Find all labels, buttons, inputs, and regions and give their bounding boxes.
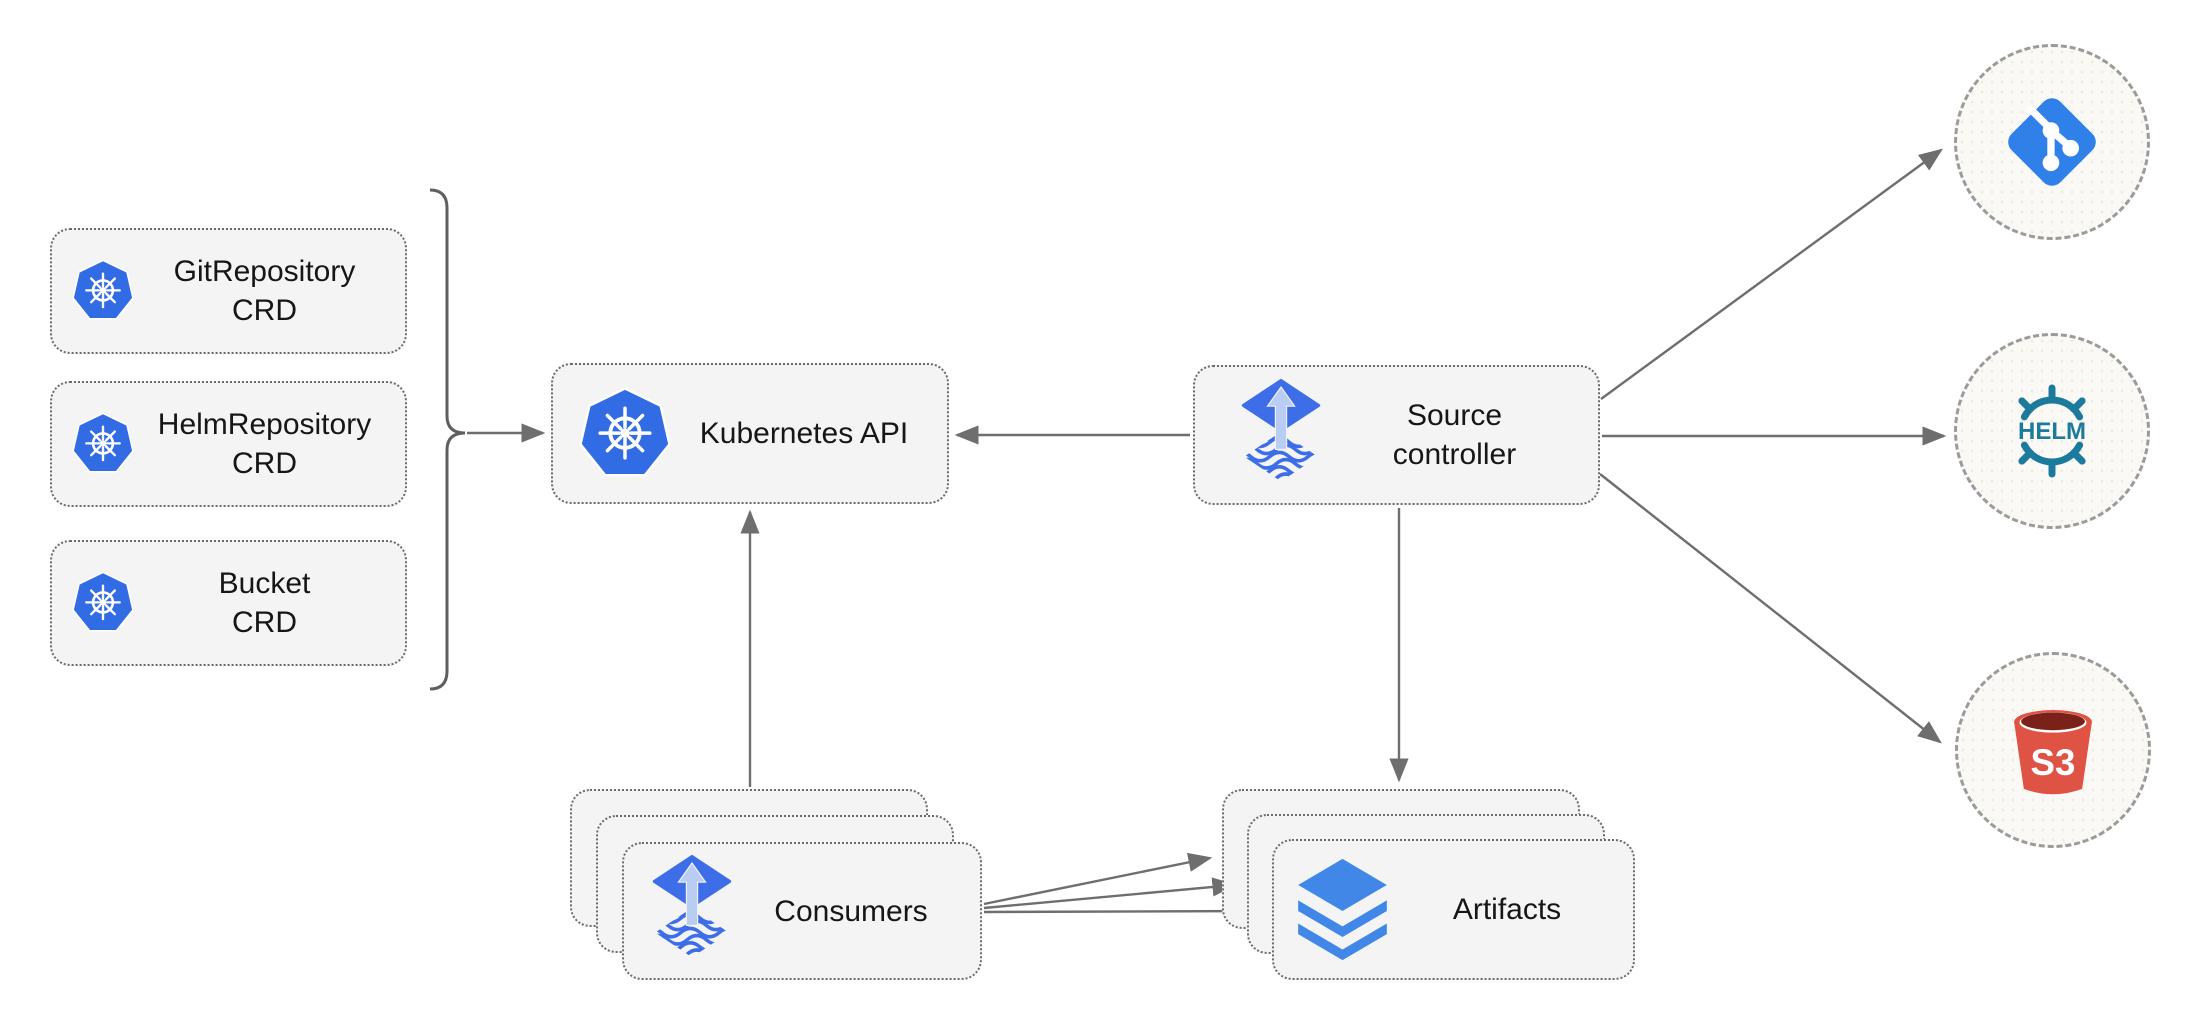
- edge-consumers-to-artifacts-2: [983, 877, 1237, 910]
- edge-source-to-git: [1600, 148, 1943, 400]
- git-icon: [2000, 90, 2104, 194]
- kubernetes-icon: [72, 260, 134, 322]
- node-helmrepository-crd[interactable]: HelmRepository CRD: [50, 381, 407, 507]
- node-gitrepository-crd[interactable]: GitRepository CRD: [50, 228, 407, 354]
- edge-consumers-to-artifacts-1: [983, 852, 1213, 906]
- flux-icon: [1241, 379, 1321, 491]
- crd-label-line1: HelmRepository: [157, 408, 372, 441]
- flux-icon: [652, 855, 732, 967]
- layers-icon: [1294, 857, 1391, 963]
- node-label: HelmRepository CRD: [134, 405, 405, 483]
- crd-group-brace: [429, 188, 466, 691]
- kubernetes-icon: [72, 413, 134, 475]
- s3-bucket-icon: S3: [2014, 710, 2092, 795]
- node-bucket-crd[interactable]: Bucket CRD: [50, 540, 407, 666]
- node-artifacts[interactable]: Artifacts: [1272, 839, 1635, 980]
- source-label-line1: Source: [1406, 399, 1503, 432]
- node-kubernetes-api[interactable]: Kubernetes API: [551, 363, 949, 504]
- helm-wordmark: HELM: [2018, 418, 2086, 445]
- crd-label-line2: CRD: [232, 294, 297, 327]
- node-label: Artifacts: [1452, 893, 1562, 926]
- crd-label-line2: CRD: [232, 447, 297, 480]
- source-label-line2: controller: [1392, 438, 1517, 471]
- node-s3-source[interactable]: S3: [1955, 652, 2151, 848]
- node-label: GitRepository CRD: [134, 252, 405, 330]
- helm-wheel-icon: HELM: [2018, 384, 2086, 478]
- node-label: Source controller: [1321, 396, 1598, 474]
- crd-label-line1: Bucket: [218, 567, 311, 600]
- node-label: Kubernetes API: [699, 417, 909, 450]
- node-label: Consumers: [774, 894, 928, 928]
- node-git-source[interactable]: [1954, 44, 2150, 240]
- s3-wordmark: S3: [2031, 742, 2076, 783]
- crd-label-line2: CRD: [232, 606, 297, 639]
- edge-consumers-to-artifacts-3: [983, 901, 1264, 921]
- node-helm-source[interactable]: HELM: [1954, 333, 2150, 529]
- node-source-controller[interactable]: Source controller: [1193, 365, 1600, 505]
- edge-source-to-s3: [1599, 473, 1942, 744]
- crd-label-line1: GitRepository: [173, 255, 356, 288]
- node-label: Bucket CRD: [134, 564, 405, 642]
- node-consumers[interactable]: Consumers: [622, 842, 982, 980]
- kubernetes-icon: [579, 388, 671, 480]
- kubernetes-icon: [72, 572, 134, 634]
